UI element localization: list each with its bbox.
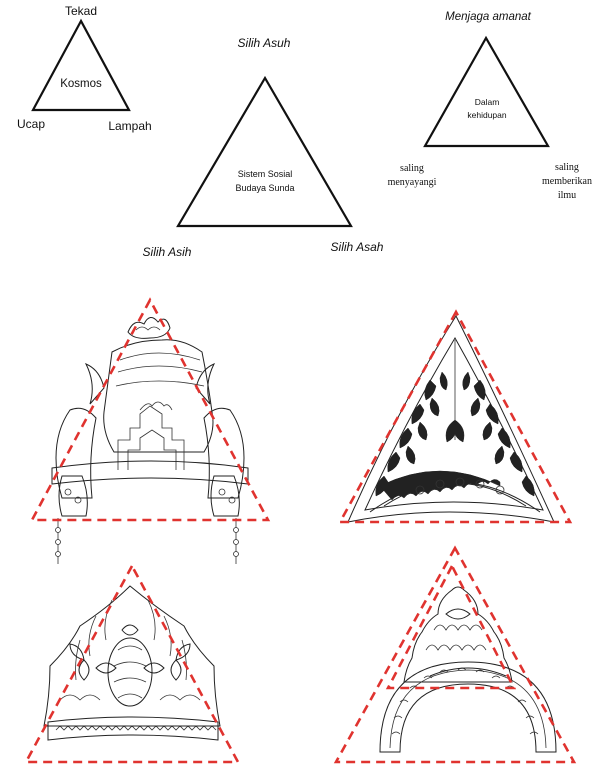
triangle-outline	[33, 21, 129, 110]
triad-diagram-sunda: Silih Asuh Sistem Sosial Budaya Sunda Si…	[143, 36, 384, 259]
arched-crown-drawing	[336, 548, 574, 762]
floral-crown-drawing	[26, 566, 238, 762]
left-label: Ucap	[17, 117, 45, 131]
center-label: Kosmos	[60, 78, 102, 90]
top-label: Silih Asuh	[238, 36, 291, 50]
triad-diagram-amanat: Menjaga amanat Dalam kehidupan saling me…	[388, 11, 592, 201]
center-label-line1: Sistem Sosial	[238, 169, 293, 179]
right-label-line3: ilmu	[558, 190, 576, 201]
center-label-line1: Dalam	[475, 97, 500, 107]
left-label: Silih Asih	[143, 245, 192, 259]
right-label-line1: saling	[555, 162, 579, 173]
triangle-overlay-dashed	[26, 566, 238, 762]
left-label-line1: saling	[400, 163, 424, 174]
triangle-overlay-dashed-outer	[336, 548, 574, 762]
left-label-line2: menyayangi	[388, 177, 437, 188]
top-label: Menjaga amanat	[445, 11, 531, 23]
top-label: Tekad	[65, 4, 97, 18]
triangle-outline	[425, 38, 548, 146]
center-label-line2: kehidupan	[467, 110, 507, 120]
right-label: Silih Asah	[331, 240, 384, 254]
right-label-line2: memberikan	[542, 176, 592, 187]
triad-diagram-kosmos: Tekad Kosmos Ucap Lampah	[17, 4, 152, 133]
center-label-line2: Budaya Sunda	[235, 183, 294, 193]
triangle-outline	[178, 78, 351, 226]
siger-crown-drawing	[32, 300, 268, 564]
ornamental-triangle-drawing	[340, 312, 570, 522]
triangle-overlay-dashed	[32, 300, 268, 520]
right-label: Lampah	[108, 119, 151, 133]
